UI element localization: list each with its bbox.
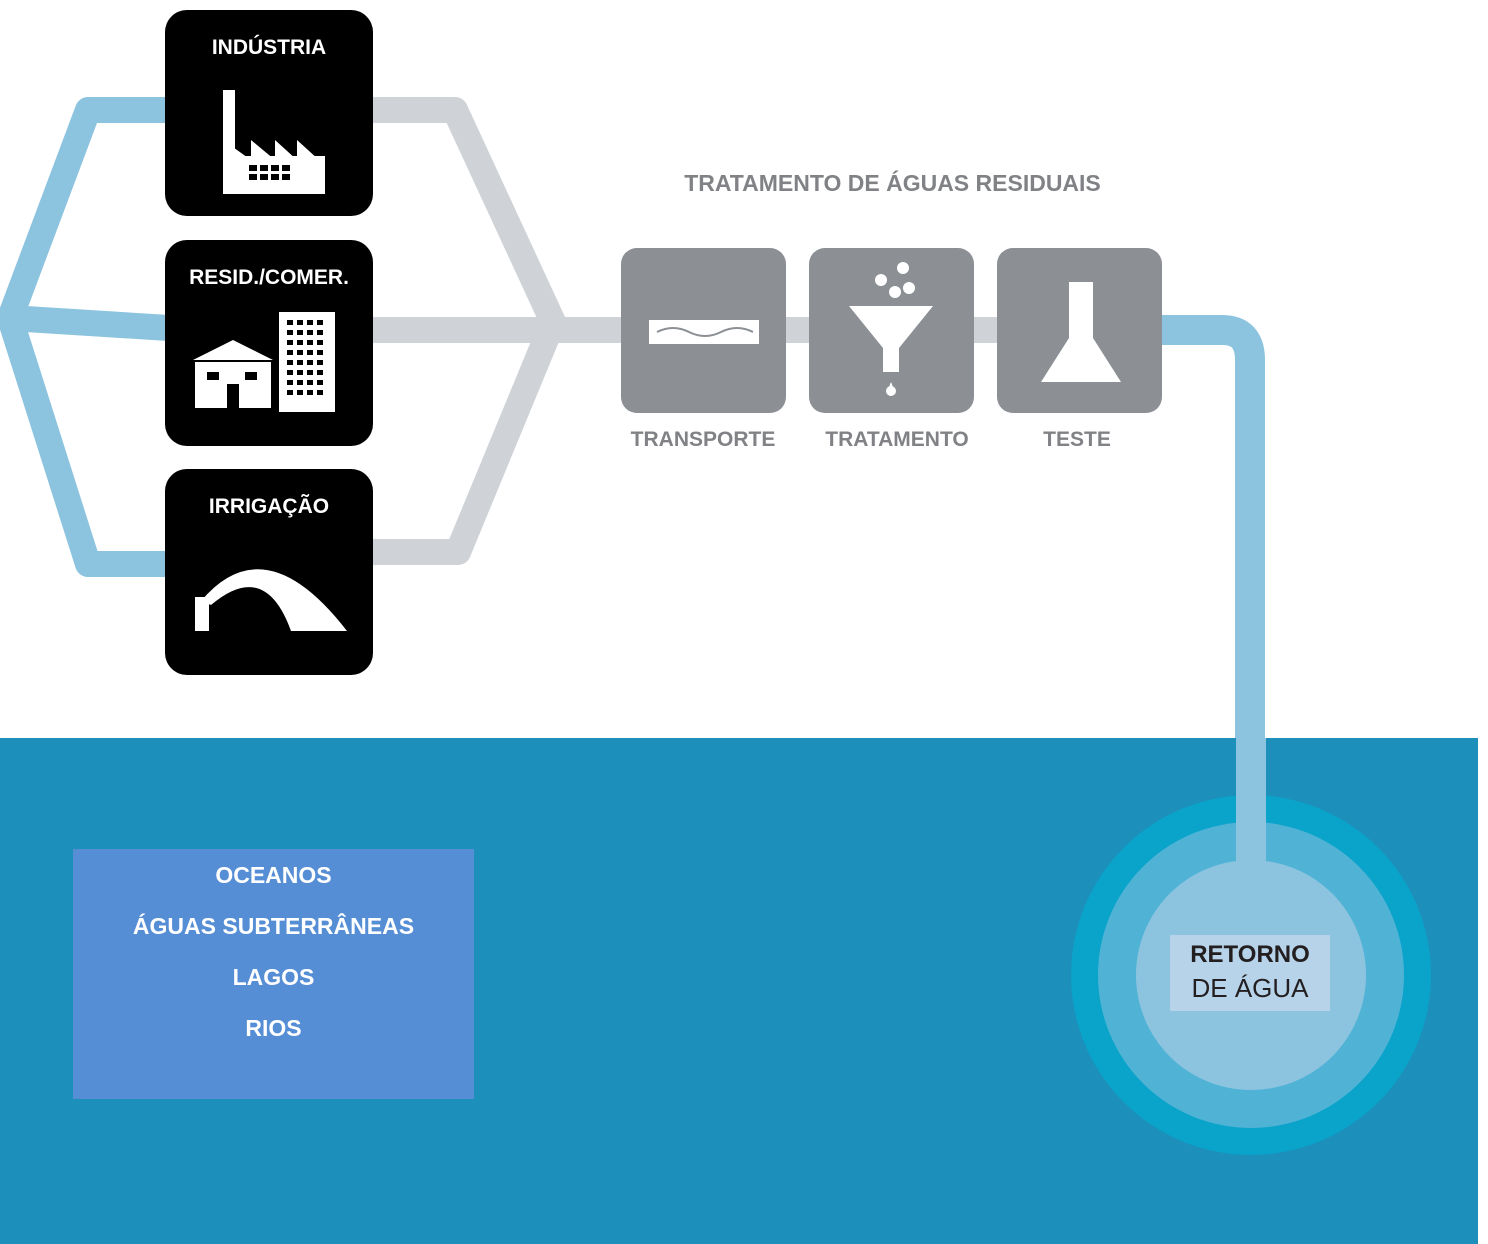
sprinkler-arc-icon <box>195 569 347 631</box>
water-body-item: RIOS <box>245 1015 302 1041</box>
step-label-test: TESTE <box>1043 428 1111 451</box>
source-irrigation: IRRIGAÇÃO <box>165 469 373 675</box>
pipe-wave-icon <box>649 320 759 344</box>
factory-icon <box>223 90 325 194</box>
funnel-icon <box>849 262 933 396</box>
source-label: INDÚSTRIA <box>211 36 327 59</box>
flask-icon <box>1041 282 1121 382</box>
step-label-treatment: TRATAMENTO <box>825 428 969 451</box>
treatment-title: TRATAMENTO DE ÁGUAS RESIDUAIS <box>684 170 1101 196</box>
step-test <box>997 248 1162 413</box>
house-building-icon <box>193 312 335 412</box>
return-label-line2: DE ÁGUA <box>1191 973 1309 1003</box>
water-body-item: LAGOS <box>232 964 315 990</box>
return-label: RETORNO DE ÁGUA <box>1170 935 1330 1011</box>
source-label: IRRIGAÇÃO <box>208 495 330 518</box>
source-label: RESID./COMER. <box>189 266 349 289</box>
step-treatment <box>809 248 974 413</box>
step-transport <box>621 248 786 413</box>
water-body-item: ÁGUAS SUBTERRÂNEAS <box>132 913 415 939</box>
water-body-item: OCEANOS <box>215 862 332 888</box>
return-label-line1: RETORNO <box>1190 941 1310 968</box>
step-label-transport: TRANSPORTE <box>630 428 776 451</box>
source-residential-commercial: RESID./COMER. <box>165 240 373 446</box>
source-industry: INDÚSTRIA <box>165 10 373 216</box>
return-pipe <box>1120 315 1265 930</box>
water-bodies-box: OCEANOS ÁGUAS SUBTERRÂNEAS LAGOS RIOS <box>73 849 474 1099</box>
